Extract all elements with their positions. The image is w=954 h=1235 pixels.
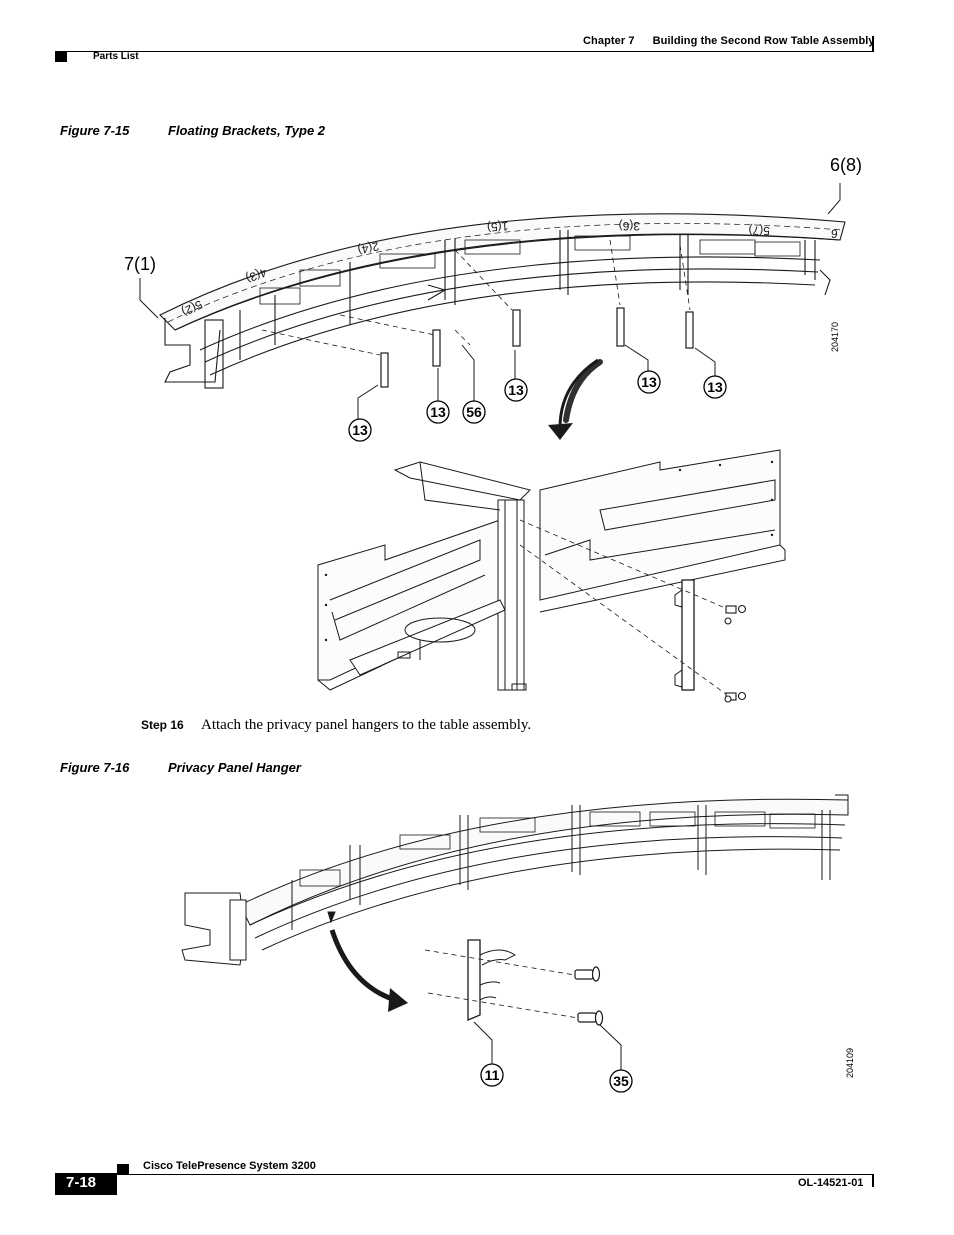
seat-label-4-3: 4(3)	[244, 265, 269, 285]
rail-panels	[259, 235, 801, 305]
callout-13-b: 13	[430, 404, 446, 420]
figure-15-callout-numbers: 13 13 56 13 13 13	[352, 374, 723, 438]
figure-15-title: Floating Brackets, Type 2	[168, 123, 326, 138]
seat-label-5-7: 5(7)	[748, 223, 770, 238]
figure-16-callout-numbers: 11 35	[485, 1067, 629, 1089]
section-name: Parts List	[93, 51, 139, 62]
callout-35: 35	[613, 1073, 629, 1089]
header-marker-block	[55, 52, 67, 62]
figure-15-detail-drawing	[317, 449, 786, 703]
callout-56: 56	[466, 404, 482, 420]
figure-15-art-id: 204170	[830, 322, 840, 352]
header-rule-vertical	[872, 36, 874, 52]
figure-16-callout-circles	[480, 1063, 633, 1093]
step-text: Attach the privacy panel hangers to the …	[201, 717, 532, 733]
figure-16-caption: Figure 7-16 Privacy Panel Hanger	[60, 760, 301, 775]
document-id: OL-14521-01	[798, 1177, 864, 1189]
page-number: 7-18	[66, 1174, 97, 1191]
seat-label-3-6: 3(6)	[619, 219, 640, 233]
callout-13-d: 13	[641, 374, 657, 390]
figure-16-table-drawing	[181, 794, 849, 1070]
header-rule	[55, 51, 874, 52]
figure-15-callouts: 6(8) 7(1)	[124, 155, 862, 274]
footer-marker-block	[117, 1164, 129, 1174]
chapter-number: Chapter 7	[583, 35, 635, 47]
footer-product-name: Cisco TelePresence System 3200	[143, 1160, 316, 1172]
callout-7-1: 7(1)	[124, 254, 156, 274]
figure-16-title: Privacy Panel Hanger	[168, 760, 301, 775]
install-lines	[261, 239, 691, 356]
chapter-title: Building the Second Row Table Assembly	[652, 35, 875, 47]
table-legs	[239, 230, 831, 360]
figure-15-caption: Figure 7-15 Floating Brackets, Type 2	[60, 123, 325, 138]
figure-15-table-drawing: 5(2) 4(3) 2(4) 1(5) 3(6) 5(7) 6	[139, 183, 846, 440]
callout-13-e: 13	[707, 379, 723, 395]
running-header: Chapter 7 Building the Second Row Table A…	[583, 35, 875, 47]
page-number-box	[55, 1173, 117, 1195]
figure-15-leaders	[139, 183, 841, 420]
footer-rule	[55, 1174, 874, 1175]
figure-16-art-id: 204109	[845, 1048, 855, 1078]
figure-15-number: Figure 7-15	[60, 123, 130, 138]
step-label: Step 16	[141, 718, 184, 732]
seat-label-1-5: 1(5)	[486, 219, 508, 234]
step-16: Step 16 Attach the privacy panel hangers …	[141, 716, 531, 734]
floating-brackets	[380, 307, 694, 388]
callout-13-a: 13	[352, 422, 368, 438]
figure-16-number: Figure 7-16	[60, 760, 130, 775]
seat-label-2-4: 2(4)	[356, 239, 380, 257]
seat-label-6: 6	[830, 226, 838, 241]
callout-13-c: 13	[508, 382, 524, 398]
callout-11: 11	[485, 1067, 500, 1083]
footer-rule-vertical	[872, 1175, 874, 1187]
callout-6-8: 6(8)	[830, 155, 862, 175]
figure-15-callout-circles	[348, 370, 727, 442]
